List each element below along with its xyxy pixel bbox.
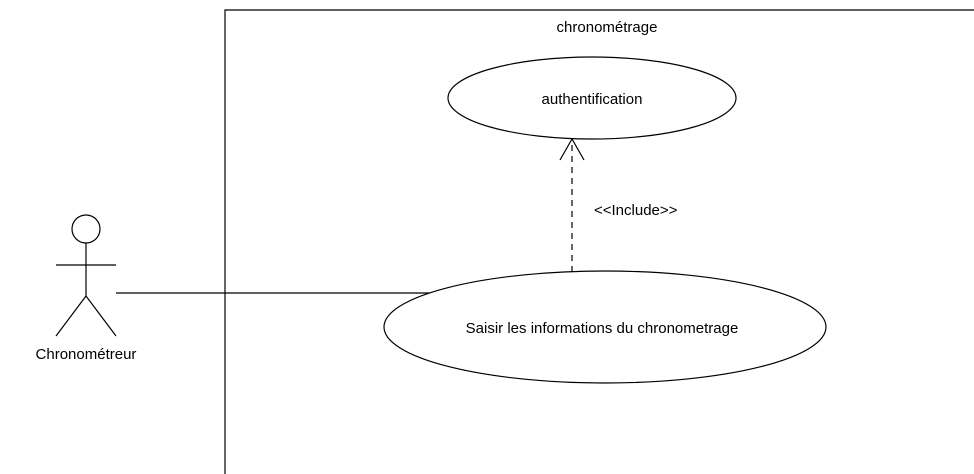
actor-chronometreur[interactable]: Chronométreur (36, 214, 137, 363)
actor-name: Chronométreur (36, 346, 137, 363)
use-case-authentification[interactable]: authentification (447, 56, 737, 140)
use-case-ellipse (447, 56, 737, 140)
use-case-label: authentification (542, 91, 643, 108)
system-boundary (224, 9, 974, 474)
actor-head (71, 214, 101, 244)
system-boundary-title: chronométrage (557, 19, 658, 36)
actor-right-leg (85, 295, 117, 337)
use-case-ellipse (383, 270, 827, 384)
use-case-label: Saisir les informations du chronometrage (466, 320, 739, 337)
actor-left-leg (55, 295, 87, 337)
include-stereotype-label: <<Include>> (594, 202, 678, 219)
use-case-saisir-informations[interactable]: Saisir les informations du chronometrage (383, 270, 827, 384)
